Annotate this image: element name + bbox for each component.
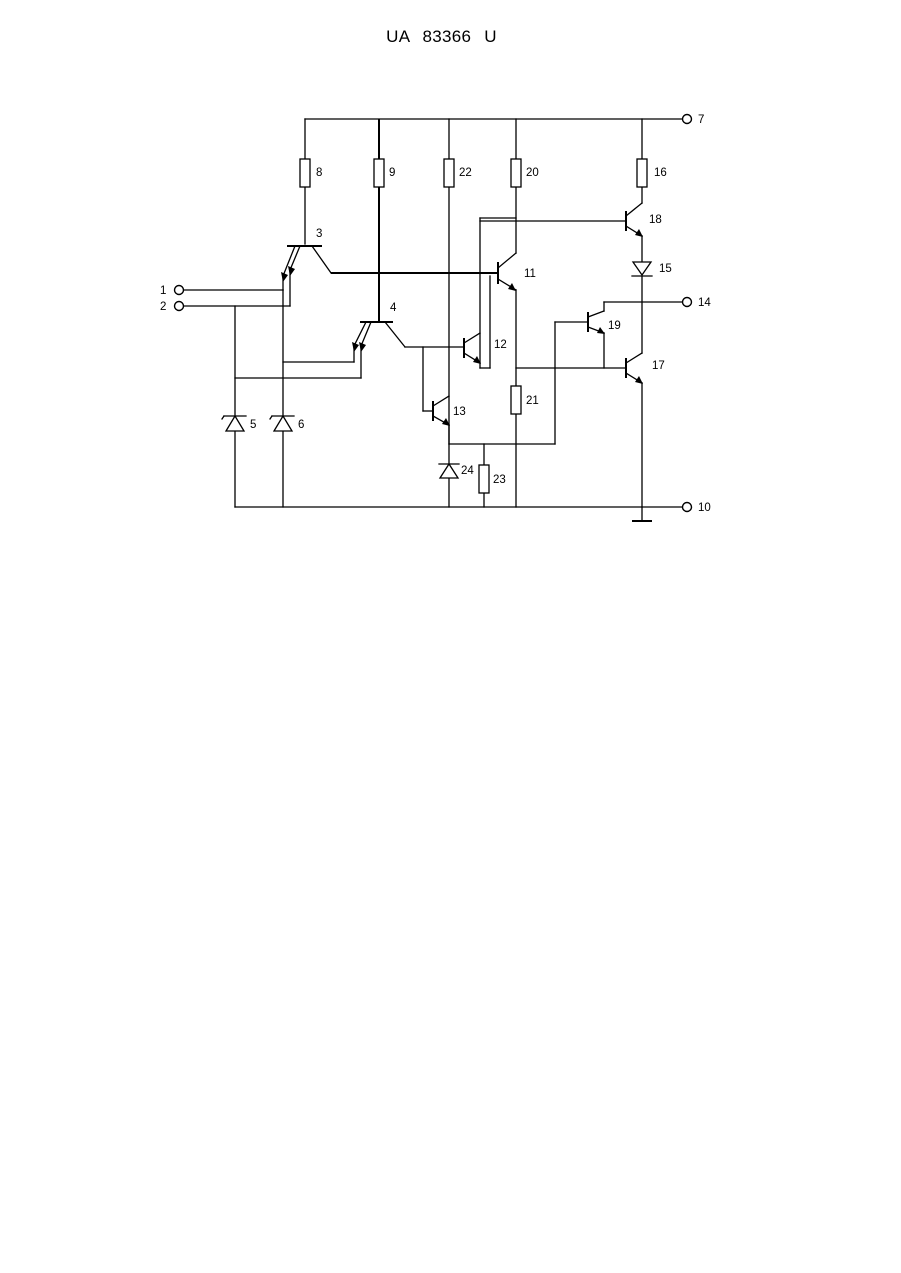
resistor-16-label: 16	[654, 167, 667, 179]
diode-15-label: 15	[659, 263, 672, 275]
transistor-12-label: 12	[494, 339, 507, 351]
transistor-12	[464, 333, 481, 364]
transistor-3-label: 3	[316, 228, 322, 240]
resistor-20	[511, 159, 521, 187]
terminal-10	[683, 503, 692, 512]
component-labels: 1 2 7 10 14 8 9 22 20 16 21 23 3 4 11 12…	[160, 114, 711, 514]
transistor-13	[433, 396, 450, 426]
terminal-7-label: 7	[698, 114, 704, 126]
resistor-9-label: 9	[389, 167, 395, 179]
resistor-22-label: 22	[459, 167, 472, 179]
resistor-23-label: 23	[493, 474, 506, 486]
transistor-4-label: 4	[390, 302, 397, 314]
terminal-14	[683, 298, 692, 307]
resistor-8-label: 8	[316, 167, 322, 179]
diode-6-label: 6	[298, 419, 304, 431]
transistor-18-label: 18	[649, 214, 662, 226]
transistor-18	[626, 203, 643, 237]
diode-24	[439, 464, 459, 478]
transistor-4	[352, 322, 405, 352]
terminal-14-label: 14	[698, 297, 711, 309]
diodes	[222, 262, 652, 478]
terminal-10-label: 10	[698, 502, 711, 514]
resistors	[300, 159, 647, 493]
terminal-2-label: 2	[160, 301, 166, 313]
resistor-22	[444, 159, 454, 187]
transistor-19-label: 19	[608, 320, 621, 332]
resistor-9	[374, 159, 384, 187]
transistor-3	[281, 246, 331, 282]
terminal-2	[175, 302, 184, 311]
diode-15	[632, 262, 652, 276]
resistor-21	[511, 386, 521, 414]
terminal-1	[175, 286, 184, 295]
transistor-17-label: 17	[652, 360, 665, 372]
transistors	[281, 203, 643, 426]
resistor-20-label: 20	[526, 167, 539, 179]
resistor-23	[479, 465, 489, 493]
terminal-7	[683, 115, 692, 124]
transistor-17	[626, 353, 643, 384]
transistor-19	[588, 311, 605, 334]
resistor-8	[300, 159, 310, 187]
diode-6	[270, 416, 294, 431]
diode-5	[222, 416, 246, 431]
transistor-11-label: 11	[524, 268, 536, 280]
resistor-16	[637, 159, 647, 187]
diode-24-label: 24	[461, 465, 474, 477]
terminals	[175, 115, 692, 512]
transistor-11	[498, 253, 516, 291]
resistor-21-label: 21	[526, 395, 539, 407]
terminal-1-label: 1	[160, 285, 166, 297]
transistor-13-label: 13	[453, 406, 466, 418]
diode-5-label: 5	[250, 419, 256, 431]
